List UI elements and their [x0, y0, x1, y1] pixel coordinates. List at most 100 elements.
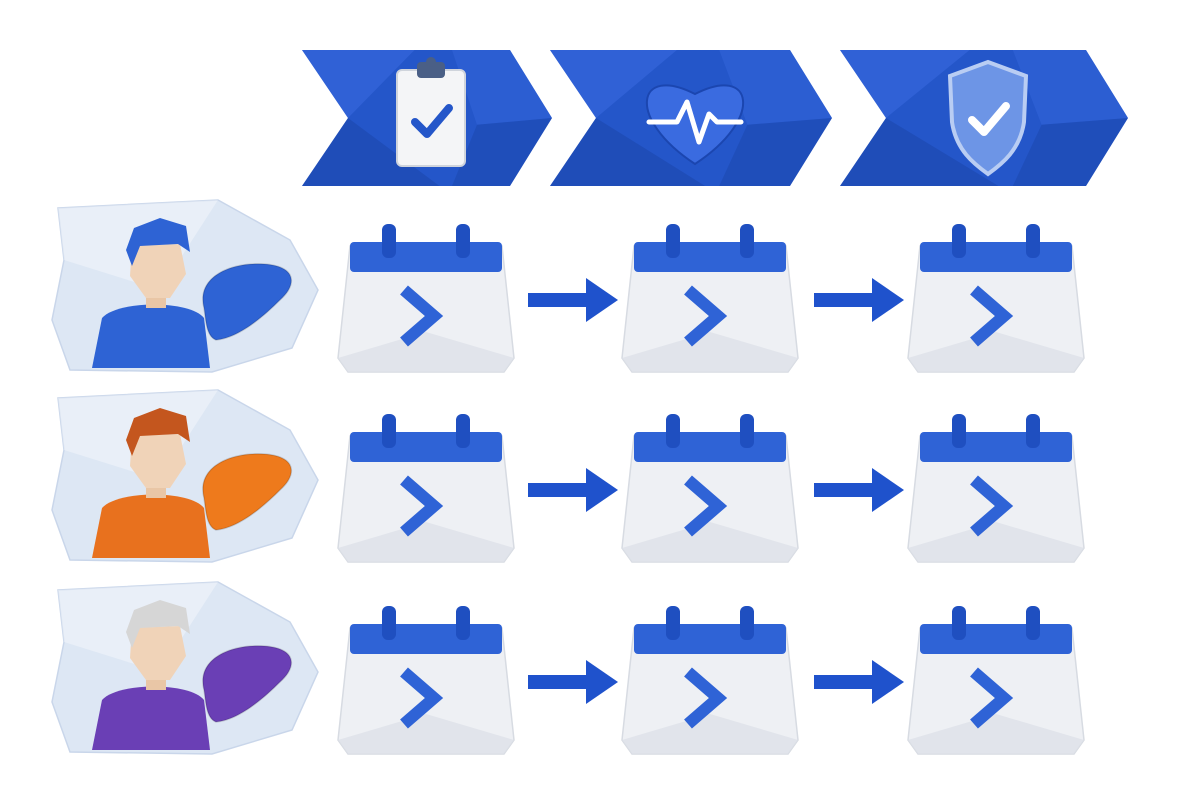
calendar-header [920, 624, 1072, 654]
arrow-shaft [814, 483, 876, 497]
calendar-header [634, 624, 786, 654]
calendar-shade [338, 522, 514, 562]
calendar-ring [382, 224, 396, 258]
calendar-ring [456, 224, 470, 258]
calendar-next-icon [621, 224, 799, 373]
chevron-right-icon [970, 475, 1014, 537]
calendar-header [634, 242, 786, 272]
stage-banner [302, 50, 552, 186]
patient-hair [126, 408, 190, 456]
banner-facet [550, 118, 706, 186]
arrow-head [586, 660, 618, 704]
patient-card [51, 389, 319, 563]
banner-facet [452, 50, 552, 125]
calendar-ring [666, 414, 680, 448]
calendar-next-icon [907, 606, 1085, 755]
heart-pulse-icon [645, 84, 745, 166]
arrow-right-icon [814, 660, 904, 704]
patient-shirt [92, 304, 210, 368]
calendar-ring [1026, 414, 1040, 448]
banner-facet [302, 118, 440, 186]
patient-face [130, 626, 186, 680]
check-mark [411, 104, 453, 138]
calendar-ring [456, 414, 470, 448]
calendar-shade [338, 714, 514, 754]
banner-facet [302, 50, 415, 118]
calendar-ring [740, 224, 754, 258]
calendar-ring [952, 224, 966, 258]
patient-card [51, 199, 319, 373]
calendar-next-icon [907, 224, 1085, 373]
chevron-right-icon [400, 667, 444, 729]
calendar-next-icon [337, 606, 515, 755]
arrow-shaft [814, 293, 876, 307]
pulse-line [646, 99, 744, 145]
calendar-header [920, 432, 1072, 462]
patient-rows [51, 199, 1085, 755]
shield-shape [947, 59, 1029, 177]
clipboard-clip [417, 62, 445, 78]
patient-row [51, 581, 1085, 755]
patient-row [51, 389, 1085, 563]
calendar-header [920, 242, 1072, 272]
chevron-right-icon [684, 285, 728, 347]
shield-check-icon [947, 59, 1029, 177]
stage-banner [550, 50, 832, 186]
clipboard-clip-ring [426, 57, 436, 67]
patient-shirt [92, 686, 210, 750]
calendar-next-icon [621, 414, 799, 563]
arrow-right-icon [528, 278, 618, 322]
clipboard-check-icon [396, 57, 466, 167]
calendar-ring [952, 414, 966, 448]
arrow-right-icon [814, 278, 904, 322]
calendar-ring [1026, 606, 1040, 640]
arrow-shaft [814, 675, 876, 689]
banner-facet [840, 50, 970, 118]
banner-facet [719, 50, 832, 125]
calendar-ring [740, 414, 754, 448]
check-mark [968, 102, 1010, 136]
arrow-shaft [528, 483, 590, 497]
calendar-header [350, 432, 502, 462]
patient-shirt [92, 494, 210, 558]
patient-card [51, 581, 319, 755]
calendar-ring [1026, 224, 1040, 258]
arrow-head [872, 278, 904, 322]
chevron-right-icon [970, 285, 1014, 347]
liver-icon [202, 453, 293, 531]
calendar-ring [382, 606, 396, 640]
patient-face [130, 434, 186, 488]
calendar-next-icon [337, 224, 515, 373]
calendar-shade [622, 714, 798, 754]
banner-facet [719, 118, 832, 186]
calendar-ring [666, 606, 680, 640]
arrow-right-icon [814, 468, 904, 512]
calendar-ring [740, 606, 754, 640]
patient-avatar-icon [92, 408, 210, 558]
patient-hair [126, 218, 190, 266]
calendar-shade [622, 522, 798, 562]
arrow-head [586, 278, 618, 322]
calendar-ring [382, 414, 396, 448]
patient-face [130, 244, 186, 298]
calendar-next-icon [621, 606, 799, 755]
patient-avatar-icon [92, 218, 210, 368]
banner-facet [1012, 118, 1128, 186]
patient-row [51, 199, 1085, 373]
banner-facet [840, 118, 999, 186]
arrow-right-icon [528, 660, 618, 704]
calendar-ring [666, 224, 680, 258]
banner-facet [452, 118, 552, 186]
calendar-ring [952, 606, 966, 640]
calendar-shade [908, 522, 1084, 562]
stage-banners [302, 50, 1128, 186]
arrow-head [872, 468, 904, 512]
arrow-right-icon [528, 468, 618, 512]
calendar-next-icon [907, 414, 1085, 563]
calendar-next-icon [337, 414, 515, 563]
arrow-head [872, 660, 904, 704]
arrow-shaft [528, 293, 590, 307]
calendar-shade [622, 332, 798, 372]
